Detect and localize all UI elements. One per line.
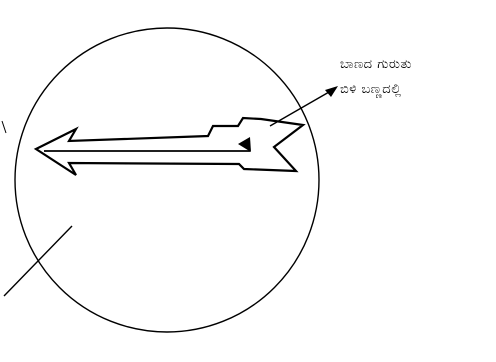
annotation-pointer-line [270, 88, 336, 126]
left-edge-tick [2, 121, 6, 133]
annotation-line-1: ಬಾಣದ ಗುರುತು [340, 52, 490, 77]
arrow-outline [36, 118, 303, 175]
annotation-line-2: ಬಿಳಿ ಬಣ್ಣದಲ್ಲಿ [340, 77, 490, 102]
arrow-color-note: ಬಾಣದ ಗುರುತು ಬಿಳಿ ಬಣ್ಣದಲ್ಲಿ [340, 52, 490, 102]
bottom-pointer-line [4, 226, 72, 296]
annotation-pointer-arrowhead [325, 86, 338, 97]
sign-circle [15, 28, 319, 332]
